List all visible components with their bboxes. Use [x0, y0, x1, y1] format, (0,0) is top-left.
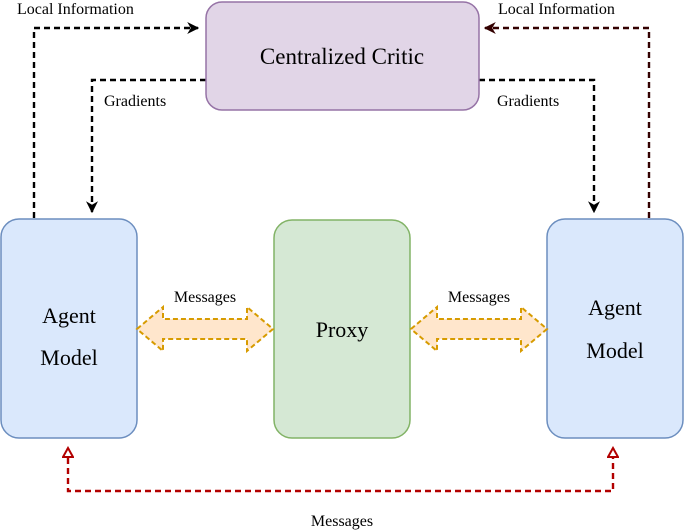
edge-messages-left — [135, 304, 275, 354]
edge-messages-right — [409, 304, 549, 354]
label-gradients-left: Gradients — [104, 93, 166, 110]
label-messages-left: Messages — [174, 289, 236, 306]
agent-right-label-line2: Model — [586, 338, 643, 363]
agent-left-label-line1: Agent — [42, 303, 96, 328]
edge-messages-bottom — [68, 448, 613, 493]
node-centralized-critic: Centralized Critic — [205, 1, 480, 111]
label-messages-right: Messages — [448, 289, 510, 306]
edge-local-info-left — [32, 22, 200, 218]
agent-right-label-line1: Agent — [588, 295, 642, 320]
node-proxy: Proxy — [273, 219, 411, 439]
proxy-label: Proxy — [316, 317, 369, 342]
edge-gradients-right — [479, 78, 600, 214]
agent-left-label-line2: Model — [40, 345, 97, 370]
critic-label: Centralized Critic — [260, 44, 424, 69]
label-local-info-left: Local Information — [17, 1, 134, 18]
label-local-info-right: Local Information — [498, 1, 615, 18]
label-gradients-right: Gradients — [497, 93, 559, 110]
node-agent-model-right: Agent Model — [546, 218, 684, 439]
edge-gradients-left — [86, 78, 206, 214]
node-agent-model-left: Agent Model — [0, 218, 138, 439]
label-messages-bottom: Messages — [311, 513, 373, 530]
edge-local-info-right — [483, 22, 651, 218]
